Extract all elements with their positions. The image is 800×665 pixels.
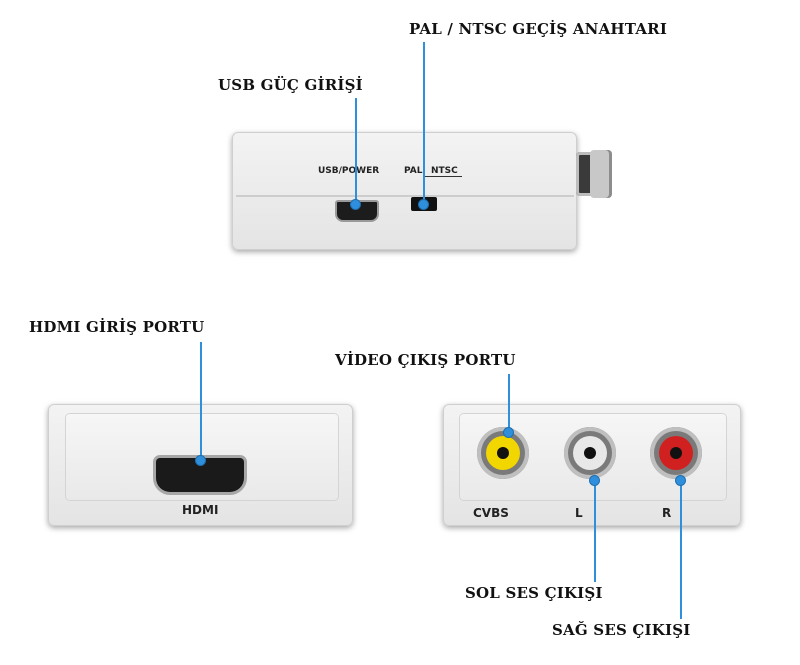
- ntsc-label: NTSC: [431, 166, 458, 176]
- usb-leader-dot: [350, 199, 361, 210]
- usb-leader-line: [355, 98, 357, 202]
- video-leader-line: [508, 374, 510, 431]
- switch-leader-dot: [418, 199, 429, 210]
- hdmi-leader-dot: [195, 455, 206, 466]
- hdmi-text: HDMI: [182, 503, 219, 517]
- left-audio-leader-line: [594, 481, 596, 582]
- side-rca-ring: [590, 150, 612, 198]
- switch-leader-line: [423, 42, 425, 202]
- right-text: R: [662, 506, 672, 520]
- right-audio-output-label: SAĞ SES ÇIKIŞI: [552, 621, 691, 639]
- usb-power-label: USB/POWER: [318, 166, 380, 176]
- left-audio-jack-hole: [584, 447, 596, 459]
- right-audio-jack-hole: [670, 447, 682, 459]
- usb-power-input-label: USB GÜÇ GİRİŞİ: [218, 76, 363, 94]
- cvbs-jack-hole: [497, 447, 509, 459]
- video-output-port-label: VİDEO ÇIKIŞ PORTU: [335, 351, 516, 369]
- right-audio-leader-dot: [675, 475, 686, 486]
- cvbs-text: CVBS: [473, 506, 509, 520]
- pal-label: PAL: [404, 166, 423, 176]
- right-audio-leader-line: [680, 481, 682, 619]
- pal-ntsc-divider: [424, 176, 462, 177]
- top-device-body: [232, 132, 577, 250]
- left-audio-leader-dot: [589, 475, 600, 486]
- left-text: L: [575, 506, 583, 520]
- hdmi-input-port-label: HDMI GİRİŞ PORTU: [29, 318, 205, 336]
- hdmi-leader-line: [200, 342, 202, 460]
- left-audio-output-label: SOL SES ÇIKIŞI: [465, 584, 603, 602]
- video-leader-dot: [503, 427, 514, 438]
- pal-ntsc-switch-label: PAL / NTSC GEÇİŞ ANAHTARI: [409, 20, 668, 38]
- top-device-seam: [236, 195, 574, 197]
